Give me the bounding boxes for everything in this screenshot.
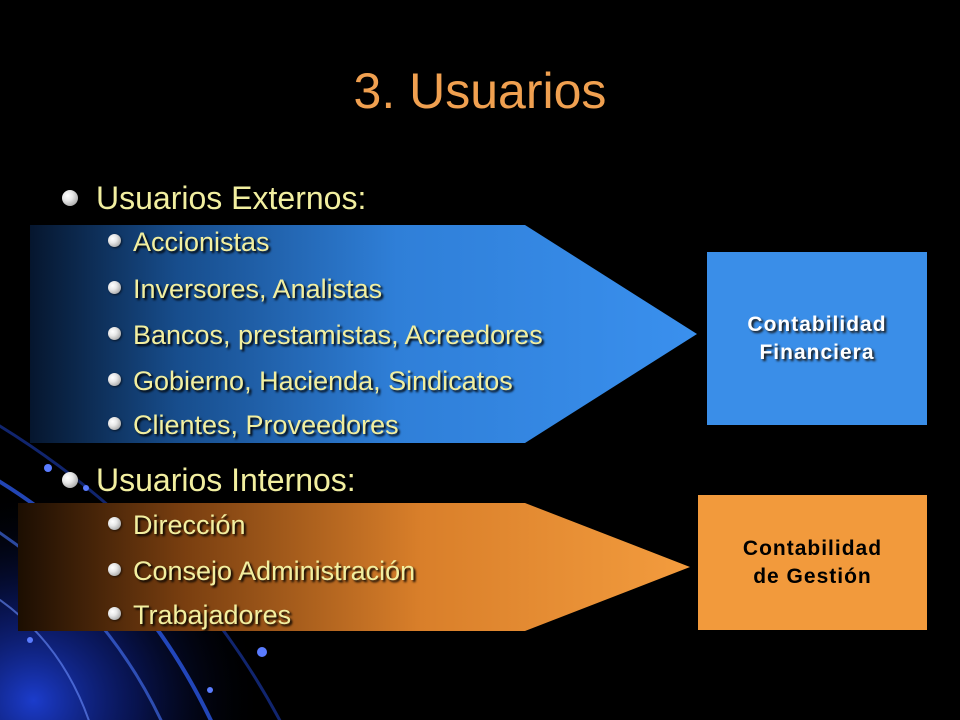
financial-box-line2: Financiera <box>759 340 875 364</box>
internal-item-management: Dirección <box>108 508 246 542</box>
internal-item-workers: Trabajadores <box>108 598 291 632</box>
external-item-investors: Inversores, Analistas <box>108 272 382 306</box>
external-users-arrow <box>30 225 697 443</box>
bullet-icon <box>108 517 121 531</box>
internal-users-heading: Usuarios Internos: <box>62 460 356 500</box>
financial-accounting-box: Contabilidad Financiera <box>707 252 927 425</box>
bullet-icon <box>108 373 121 387</box>
external-item-shareholders: Accionistas <box>108 225 270 259</box>
external-item-banks: Bancos, prestamistas, Acreedores <box>108 318 543 352</box>
bullet-icon <box>108 234 121 248</box>
bullet-icon <box>108 281 121 295</box>
management-accounting-box: Contabilidad de Gestión <box>698 495 927 630</box>
external-users-heading: Usuarios Externos: <box>62 178 366 218</box>
internal-users-arrow <box>18 503 690 631</box>
bullet-icon <box>108 417 121 431</box>
financial-box-line1: Contabilidad <box>747 312 887 336</box>
bullet-icon <box>108 563 121 577</box>
external-item-clients: Clientes, Proveedores <box>108 408 399 442</box>
slide-title: 3. Usuarios <box>353 63 607 119</box>
bullet-icon <box>108 607 121 621</box>
bullet-icon <box>62 471 78 488</box>
management-box-line1: Contabilidad <box>742 536 883 560</box>
external-item-government: Gobierno, Hacienda, Sindicatos <box>108 364 513 398</box>
bullet-icon <box>62 189 78 206</box>
management-box-line2: de Gestión <box>753 564 872 588</box>
internal-item-board: Consejo Administración <box>108 554 415 588</box>
bullet-icon <box>108 327 121 341</box>
